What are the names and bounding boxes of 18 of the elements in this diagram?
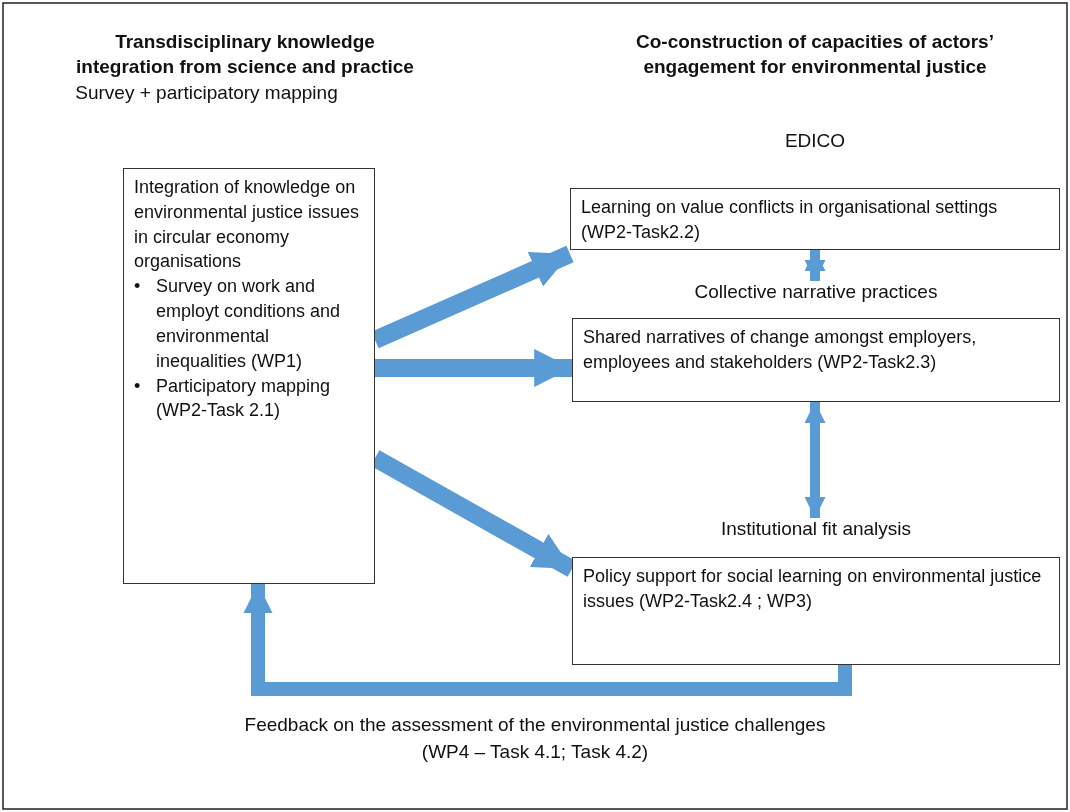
section-heading: Collective narrative practices [693, 281, 939, 303]
bullet-mark: • [134, 275, 142, 299]
section-heading: Institutional fit analysis [719, 518, 913, 540]
text-box: Learning on value conflicts in organisational settings (WP2-Task2.2) [570, 188, 1060, 250]
text-box: Policy support for social learning on environmental justice issues (WP2-Task2.4 ; WP3) [572, 557, 1060, 665]
text-box: Integration of knowledge on environmental justice issues in circular economy organisations • Survey on work and employt conditions and environmental inequalities (WP1) • Participatory mapping (WP2-Task 2.1) [123, 168, 375, 584]
section-heading: Survey + participatory mapping [74, 82, 339, 104]
block-arrow [243, 584, 852, 696]
bullet-text: Survey on work and employt conditions and environmental inequalities (WP1) [156, 275, 342, 373]
text-box: Shared narratives of change amongst employers, employees and stakeholders (WP2-Task2.3) [572, 318, 1060, 402]
block-arrow [804, 402, 826, 518]
column-title: Co-construction of capacities of actors’ engagement for environmental justice [635, 30, 995, 79]
block-arrow [804, 250, 826, 281]
section-heading: EDICO [783, 130, 847, 152]
column-title: Transdisciplinary knowledge integration from science and practice [75, 30, 415, 79]
bullet-mark: • [134, 374, 142, 398]
block-arrow [375, 349, 572, 387]
bullet-text: Participatory mapping (WP2-Task 2.1) [156, 374, 332, 423]
